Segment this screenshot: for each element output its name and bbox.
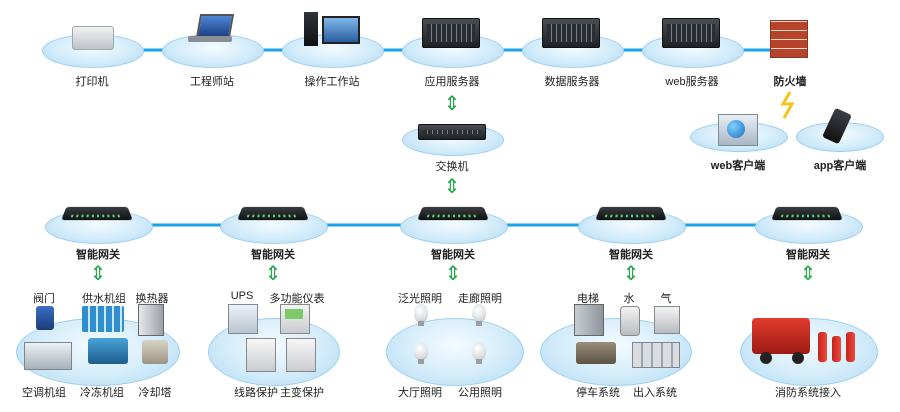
heat-exchanger-label: 换热器: [135, 293, 169, 305]
cooling-tower-icon: [142, 340, 168, 364]
updown-arrow-icon: ⇕: [443, 176, 461, 198]
ups-icon: [228, 304, 258, 334]
gateway-5-label: 智能网关: [786, 249, 830, 261]
cooling-tower-label: 冷却塔: [138, 387, 172, 399]
chiller-label: 冷冻机组: [80, 387, 124, 399]
app-client-label: app客户端: [813, 160, 867, 172]
updown-arrow-icon: ⇕: [444, 263, 462, 285]
multifunction-meter-label: 多功能仪表: [269, 293, 325, 305]
ups-label: UPS: [230, 290, 254, 302]
bulb-icon: [414, 304, 428, 326]
app-server-platform: [402, 34, 504, 68]
lobby-light-label: 大厅照明: [398, 387, 442, 399]
gateway-1-label: 智能网关: [76, 249, 120, 261]
access-system-label: 出入系统: [633, 387, 677, 399]
data-server-label: 数据服务器: [544, 76, 600, 88]
corridor-light-label: 走廊照明: [458, 293, 502, 305]
updown-arrow-icon: ⇕: [89, 263, 107, 285]
lighting-group-platform: [386, 318, 524, 386]
laptop-base: [188, 36, 232, 42]
printer-icon: [72, 26, 114, 50]
gas-meter-icon: [654, 306, 680, 334]
heat-exchanger-icon: [138, 304, 164, 336]
laptop-icon: [195, 14, 235, 38]
fire-truck-icon: [752, 318, 810, 354]
fire-truck-wheel: [792, 352, 804, 364]
chiller-icon: [88, 338, 128, 364]
water-pump-icon: [82, 306, 124, 332]
parking-system-icon: [576, 342, 616, 364]
switch-icon: [418, 124, 486, 140]
gateway-3-label: 智能网关: [431, 249, 475, 261]
meter-display: [285, 309, 303, 319]
air-conditioning-label: 空调机组: [22, 387, 66, 399]
valve-label: 阀门: [33, 293, 55, 305]
public-light-label: 公用照明: [458, 387, 502, 399]
workstation-monitor-icon: [322, 16, 360, 44]
updown-arrow-icon: ⇕: [799, 263, 817, 285]
elevator-icon: [574, 304, 604, 336]
gas-label: 气: [660, 293, 672, 305]
web-server-platform: [642, 34, 744, 68]
elevator-label: 电梯: [577, 293, 599, 305]
updown-arrow-icon: ⇕: [622, 263, 640, 285]
fire-extinguisher-icon: [818, 332, 827, 362]
updown-arrow-icon: ⇕: [264, 263, 282, 285]
floodlight-label: 泛光照明: [398, 293, 442, 305]
bulb-icon: [472, 342, 486, 364]
app-server-label: 应用服务器: [424, 76, 480, 88]
workstation-tower-icon: [304, 12, 318, 46]
gateway-3-icon: [417, 206, 489, 221]
web-server-label: web服务器: [665, 76, 719, 88]
gateway-4-label: 智能网关: [609, 249, 653, 261]
data-server-icon: [542, 18, 600, 48]
lightning-icon: [780, 91, 795, 119]
gateway-5-icon: [771, 206, 843, 221]
gateway-1-icon: [61, 206, 133, 221]
app-server-icon: [422, 18, 480, 48]
gateway-2-label: 智能网关: [251, 249, 295, 261]
printer-label: 打印机: [75, 76, 109, 88]
firewall-icon: [770, 20, 808, 58]
water-supply-label: 供水机组: [82, 293, 126, 305]
transformer-protection-icon: [286, 338, 316, 372]
gateway-2-icon: [237, 206, 309, 221]
water-meter-icon: [620, 306, 640, 336]
bulb-icon: [472, 304, 486, 326]
engineer-station-label: 工程师站: [190, 76, 234, 88]
operator-station-label: 操作工作站: [304, 76, 360, 88]
parking-system-label: 停车系统: [576, 387, 620, 399]
fire-system-label: 消防系统接入: [775, 387, 841, 399]
valve-icon: [36, 306, 54, 330]
bulb-icon: [414, 342, 428, 364]
switch-label: 交换机: [435, 161, 469, 173]
fire-truck-wheel: [760, 352, 772, 364]
firewall-label: 防火墙: [773, 76, 807, 88]
fire-extinguisher-icon: [832, 336, 841, 362]
fire-extinguisher-icon: [846, 332, 855, 362]
globe-icon: [727, 120, 745, 138]
transformer-protection-label: 主变保护: [280, 387, 324, 399]
water-label: 水: [623, 293, 635, 305]
line-protection-icon: [246, 338, 276, 372]
line-protection-label: 线路保护: [234, 387, 278, 399]
updown-arrow-icon: ⇕: [443, 93, 461, 115]
web-client-label: web客户端: [710, 160, 766, 172]
access-gate-icon: [632, 342, 680, 368]
gateway-4-icon: [595, 206, 667, 221]
web-server-icon: [662, 18, 720, 48]
air-handler-icon: [24, 342, 72, 370]
